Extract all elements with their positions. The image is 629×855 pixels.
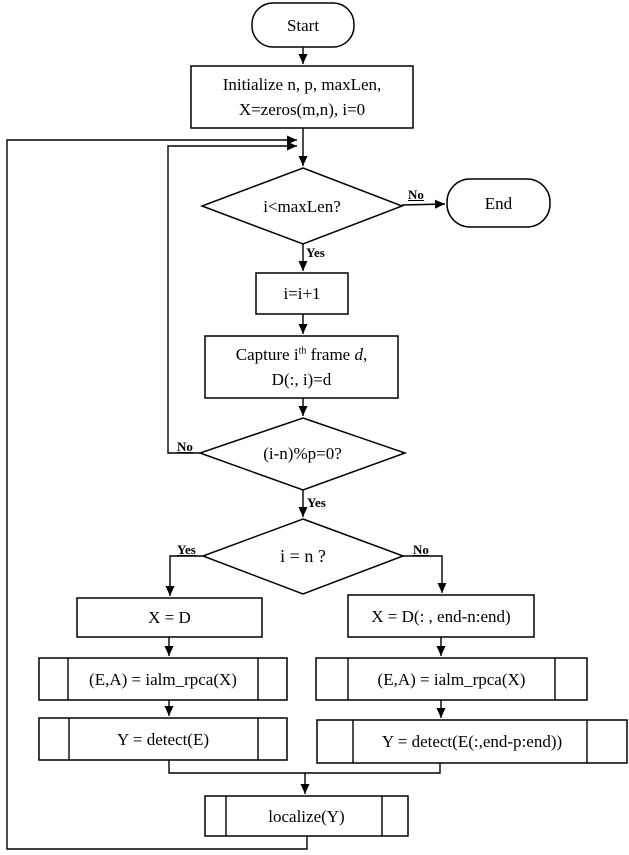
edge-ncheck-yes-to-xfull — [165, 555, 203, 596]
edge-label-yes-n: Yes — [177, 542, 196, 557]
modcheck-label: (i-n)%p=0? — [263, 443, 342, 463]
x-assign-full-label: X = D — [148, 608, 191, 627]
edge-bigloop-from-localize — [6, 135, 308, 850]
end-terminator — [446, 178, 551, 228]
rpca-right-label: (E,A) = ialm_rpca(X) — [377, 669, 526, 689]
rpca-left-predefined — [38, 657, 288, 701]
rpca-right-predefined — [315, 657, 588, 701]
start-terminator — [251, 2, 355, 48]
edge-loopcheck-no-to-end — [401, 199, 446, 209]
edge-ncheck-no-to-xwindow — [403, 555, 447, 593]
edge-modcheck-no-loop — [167, 141, 297, 454]
loopcheck-label: i<maxLen? — [263, 196, 341, 216]
x-assign-window-box — [347, 594, 535, 638]
ncheck-diamond — [200, 518, 406, 595]
th-superscript: th — [298, 345, 307, 357]
edge-label-yes-mod: Yes — [307, 495, 326, 510]
capture-box — [204, 335, 399, 399]
init-label: Initialize n, p, maxLen, X=zeros(m,n), i… — [222, 75, 382, 119]
x-assign-window-label: X = D(: , end-n:end) — [371, 606, 511, 626]
increment-box — [255, 272, 349, 315]
localize-label: localize(Y) — [268, 806, 345, 826]
edge-label-no-n: No — [413, 542, 429, 557]
edge-label-no-mod: No — [177, 439, 193, 454]
modcheck-diamond — [197, 417, 408, 491]
loopcheck-diamond — [199, 167, 405, 245]
end-label: End — [484, 193, 513, 213]
rpca-left-label: (E,A) = ialm_rpca(X) — [89, 669, 237, 689]
init-box — [190, 65, 414, 129]
italic-d: d — [354, 345, 363, 364]
detect-right-label: Y = detect(E(:,end-p:end)) — [381, 732, 563, 751]
detect-left-predefined — [38, 717, 288, 761]
capture-label: Capture ith frame d, D(:, i)=d — [235, 345, 368, 389]
start-label: Start — [286, 15, 320, 35]
increment-label: i=i+1 — [283, 284, 321, 303]
detect-left-label: Y = detect(E) — [116, 729, 210, 749]
localize-predefined — [204, 795, 409, 837]
detect-right-predefined — [316, 719, 628, 764]
ncheck-label: i = n ? — [280, 545, 326, 566]
x-assign-full-box — [76, 597, 263, 638]
edge-label-no-end: No — [408, 187, 424, 202]
edge-label-yes-increment: Yes — [306, 245, 325, 260]
